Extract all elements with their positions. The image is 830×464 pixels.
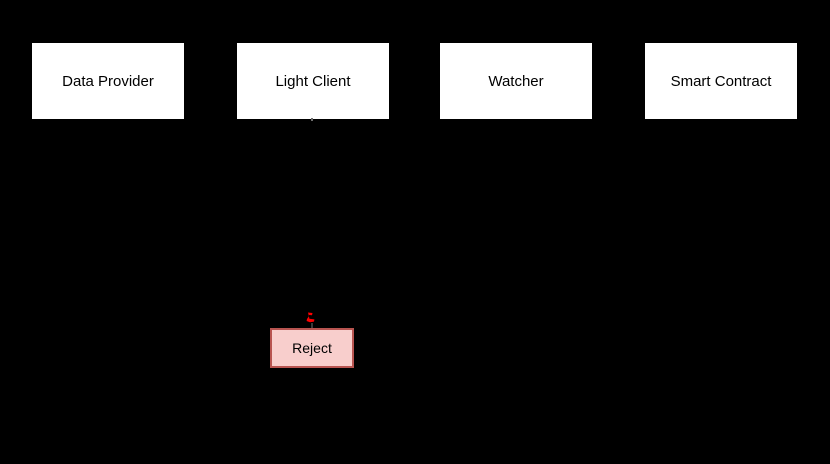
lifeline-stub-reject [311,323,313,329]
reject-node: Reject [270,328,354,368]
actor-label-watcher: Watcher [488,72,544,90]
lifeline-stub-light-client [311,118,313,121]
actor-label-light-client: Light Client [275,72,351,90]
red-scribble-icon [306,310,315,323]
actor-label-smart-contract: Smart Contract [670,72,772,90]
actor-label-data-provider: Data Provider [62,72,154,90]
reject-node-label: Reject [292,340,332,356]
actor-box-light-client: Light Client [237,43,389,119]
actor-box-smart-contract: Smart Contract [645,43,797,119]
actor-box-data-provider: Data Provider [32,43,184,119]
actor-box-watcher: Watcher [440,43,592,119]
